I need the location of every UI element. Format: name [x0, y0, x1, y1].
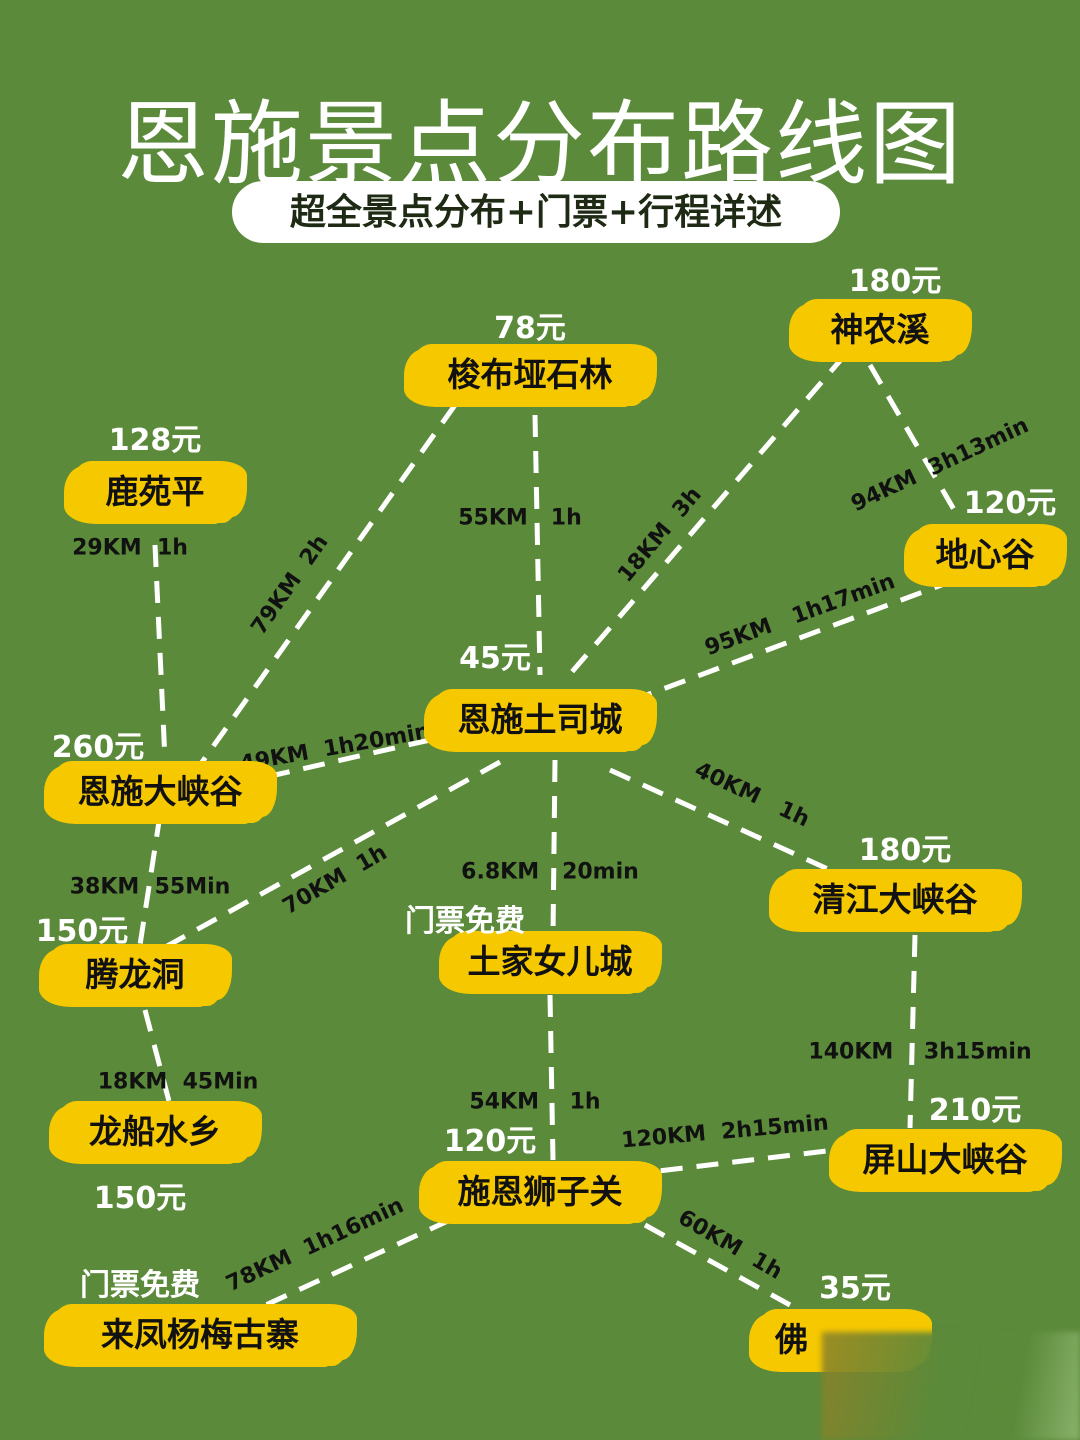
route-line	[152, 544, 168, 761]
ticket-price: 120元	[443, 1124, 537, 1159]
attraction-node: 土家女儿城	[445, 931, 655, 993]
ticket-price: 150元	[35, 914, 129, 949]
route-line	[867, 363, 963, 522]
attraction-node: 施恩狮子关	[425, 1161, 655, 1223]
route-line	[624, 1147, 836, 1178]
ticket-price: 45元	[459, 641, 531, 676]
route-line	[643, 1222, 792, 1308]
route-distance-label: 38KM 55Min	[69, 874, 231, 900]
route-line	[197, 403, 458, 767]
route-line	[619, 577, 956, 708]
route-distance-label: 55KM 1h	[458, 505, 582, 531]
ticket-price: 120元	[963, 486, 1057, 521]
route-line	[907, 934, 918, 1129]
route-line	[274, 737, 431, 778]
route-line	[532, 414, 543, 676]
route-distance-label: 54KM 1h	[469, 1089, 601, 1115]
ticket-price: 260元	[51, 730, 145, 765]
page-title: 恩施景点分布路线图	[116, 91, 963, 198]
attraction-node: 神农溪	[795, 299, 965, 361]
route-line	[142, 1009, 173, 1106]
route-line	[550, 759, 558, 936]
ticket-price: 210元	[928, 1093, 1022, 1128]
attraction-node: 地心谷	[910, 524, 1060, 586]
ticket-price: 门票免费	[80, 1268, 200, 1303]
route-line	[158, 759, 502, 953]
route-line	[608, 767, 832, 873]
subtitle-pill: 超全景点分布+门票+行程详述	[232, 181, 840, 243]
route-distance-label: 29KM 1h	[72, 535, 188, 561]
ticket-price: 门票免费	[405, 904, 525, 939]
attraction-node: 鹿苑平	[70, 461, 240, 523]
ticket-price: 128元	[108, 423, 202, 458]
ticket-price: 35元	[819, 1271, 891, 1306]
ticket-price: 180元	[848, 264, 942, 299]
attraction-node: 来凤杨梅古寨	[50, 1304, 350, 1366]
route-distance-label: 140KM 3h15min	[808, 1039, 1032, 1065]
ticket-price: 78元	[494, 311, 566, 346]
ticket-price: 180元	[858, 833, 952, 868]
route-distance-label: 18KM 45Min	[97, 1069, 259, 1095]
route-line	[547, 994, 556, 1161]
route-line	[137, 814, 163, 946]
attraction-node: 恩施土司城	[430, 689, 650, 751]
attraction-node: 恩施大峡谷	[50, 761, 270, 823]
attraction-node: 腾龙洞	[45, 944, 225, 1006]
attraction-node: 梭布垭石林	[410, 344, 650, 406]
route-distance-label: 6.8KM 20min	[461, 859, 639, 885]
attraction-node: 屏山大峡谷	[835, 1129, 1055, 1191]
blur-overlay	[822, 1332, 1080, 1440]
attraction-node: 清江大峡谷	[775, 869, 1015, 931]
ticket-price: 150元	[93, 1181, 187, 1216]
attraction-node: 龙船水乡	[55, 1101, 255, 1163]
